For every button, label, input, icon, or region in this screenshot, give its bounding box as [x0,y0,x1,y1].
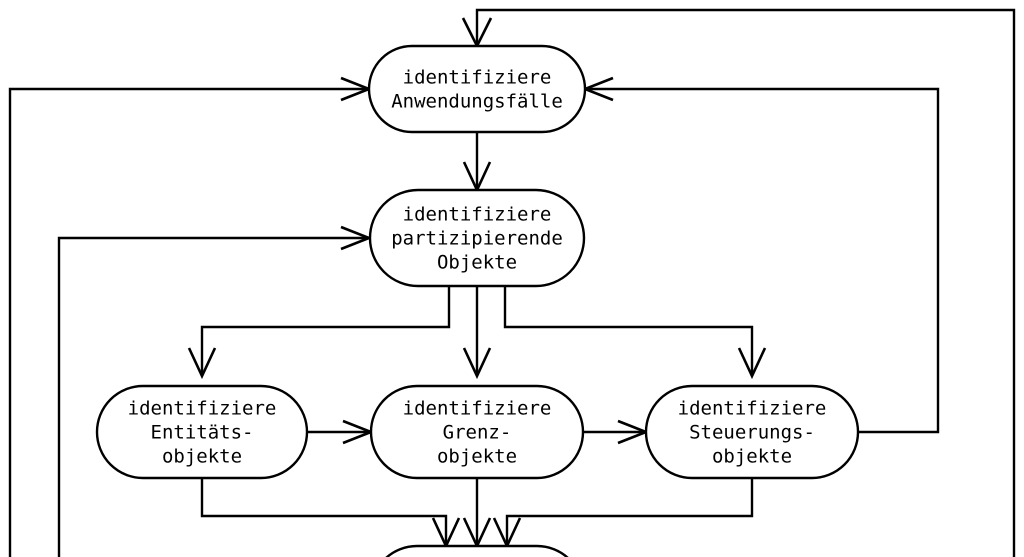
node-grenzobjekte-line-1: identifiziere [403,398,552,420]
edge-feedback-inner-left [57,236,369,557]
node-anwendungsfaelle-shape [367,44,587,134]
node-entitaetsobjekte-line-3: objekte [162,446,242,468]
node-anwendungsfaelle-line-2: Anwendungsfälle [391,91,563,113]
node-bottom-partial-shape [385,544,569,557]
node-partizipierende-objekte-shape [368,188,586,288]
node-steuerungsobjekte-line-2: Steuerungs- [689,422,815,444]
edge-steuerungs-to-bottom [505,478,754,546]
node-steuerungsobjekte[interactable]: identifiziere Steuerungs- objekte [644,384,860,480]
arrowhead-into-steuerungsobjekte-top [737,347,767,380]
node-entitaetsobjekte-line-1: identifiziere [128,398,277,420]
node-grenzobjekte-line-3: objekte [437,446,517,468]
node-partizipierende-objekte-line-3: Objekte [437,252,517,274]
node-partizipierende-objekte-line-1: identifiziere [403,204,552,226]
node-entitaetsobjekte-line-2: Entitäts- [151,422,254,444]
node-entitaetsobjekte-shape [95,384,309,480]
edge-feedback-inner-right [585,87,940,434]
node-partizipierende-objekte[interactable]: identifiziere partizipierende Objekte [368,188,586,288]
node-bottom-partial[interactable] [371,544,583,557]
edge-entitaets-to-bottom [200,478,448,546]
node-grenzobjekte-shape [369,384,585,480]
node-grenzobjekte[interactable]: identifiziere Grenz- objekte [369,384,585,480]
node-steuerungsobjekte-line-3: objekte [712,446,792,468]
node-steuerungsobjekte-line-1: identifiziere [678,398,827,420]
arrowhead-into-grenzobjekte-top [462,347,492,380]
node-partizipierende-objekte-line-2: partizipierende [391,228,563,250]
node-layer: identifiziere Anwendungsfälle identifizi… [95,44,860,557]
edge-feedback-outer-left [8,87,369,557]
node-steuerungsobjekte-shape [644,384,860,480]
node-grenzobjekte-line-2: Grenz- [443,422,512,444]
edge-feedback-outer-right-top [475,8,1016,557]
node-entitaetsobjekte[interactable]: identifiziere Entitäts- objekte [95,384,309,480]
node-anwendungsfaelle[interactable]: identifiziere Anwendungsfälle [367,44,587,134]
edge-layer [8,8,1016,557]
edge-partizipierende-branch-right [503,286,754,376]
node-anwendungsfaelle-line-1: identifiziere [403,67,552,89]
arrowhead-into-entitaetsobjekte-top [187,347,217,380]
edge-partizipierende-branch-left [200,286,451,376]
